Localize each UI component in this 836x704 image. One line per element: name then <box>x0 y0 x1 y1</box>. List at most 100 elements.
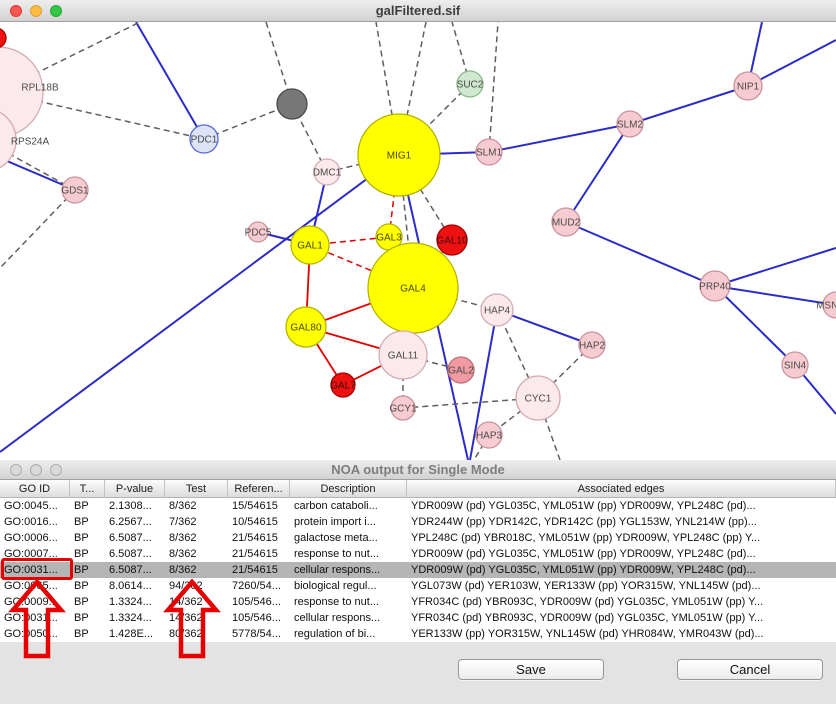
minimize-button[interactable] <box>30 4 42 17</box>
table-cell: 7/362 <box>169 516 197 528</box>
graph-edge[interactable] <box>398 154 453 241</box>
graph-edge[interactable] <box>496 309 593 346</box>
graph-node-label: GAL80 <box>290 323 322 334</box>
table-cell: 1.3324... <box>109 596 152 608</box>
graph-node-HAP4[interactable] <box>480 293 514 327</box>
graph-node-PRP40[interactable] <box>699 270 731 302</box>
network-graph[interactable]: RPL18BRPS24AGDS1PDC1DMC1MIG1SUC2SLM1SLM2… <box>0 22 836 460</box>
close-button[interactable] <box>10 463 22 476</box>
zoom-button[interactable] <box>50 4 62 17</box>
graph-node-MSN5[interactable] <box>822 291 836 319</box>
table-cell: 8.0614... <box>109 580 152 592</box>
graph-edge[interactable] <box>714 285 836 306</box>
graph-edge[interactable] <box>629 85 749 125</box>
table-cell: cellular respons... <box>294 612 381 624</box>
column-header[interactable]: Test <box>165 480 228 497</box>
graph-node-GAL2[interactable] <box>447 356 475 384</box>
graph-node-GAL10[interactable] <box>436 224 468 256</box>
graph-node-label: PDC1 <box>191 135 218 146</box>
graph-node-GDS1[interactable] <box>61 176 89 204</box>
graph-node-SIN4[interactable] <box>781 351 809 379</box>
graph-node-HAP3[interactable] <box>475 421 503 449</box>
graph-edge[interactable] <box>0 22 141 92</box>
graph-node-MUD2[interactable] <box>551 207 581 237</box>
column-header[interactable]: Referen... <box>228 480 290 497</box>
graph-node-label: GAL4 <box>400 284 426 295</box>
table-cell: 5778/54... <box>232 628 281 640</box>
graph-node-GAL80[interactable] <box>285 306 327 348</box>
graph-node-SUC2[interactable] <box>456 70 484 98</box>
column-header[interactable]: GO ID <box>0 480 70 497</box>
graph-edge[interactable] <box>714 247 836 287</box>
graph-node-label: SLM2 <box>617 120 644 131</box>
graph-edge[interactable] <box>714 285 796 366</box>
graph-node-CYC1[interactable] <box>515 375 561 421</box>
graph-edge[interactable] <box>0 140 76 191</box>
graph-edge[interactable] <box>0 154 400 453</box>
graph-node-GCY1[interactable] <box>390 395 416 421</box>
window-title: NOA output for Single Mode <box>331 462 505 477</box>
graph-node-label: MUD2 <box>552 218 581 229</box>
graph-node-label: GCY1 <box>389 404 417 415</box>
save-button[interactable]: Save <box>458 659 604 680</box>
graph-node-MIG1[interactable] <box>357 113 441 197</box>
column-header[interactable]: Associated edges <box>407 480 836 497</box>
graph-edge[interactable] <box>565 123 631 223</box>
graph-node-GAL11[interactable] <box>378 330 428 380</box>
table-cell: 15/54615 <box>232 500 278 512</box>
table-cell: biological regul... <box>294 580 377 592</box>
table-cell: BP <box>74 564 89 576</box>
graph-node-RPS24A[interactable] <box>0 108 17 172</box>
close-button[interactable] <box>10 4 22 17</box>
network-window-titlebar[interactable]: galFiltered.sif <box>0 0 836 22</box>
table-cell: response to nut... <box>294 596 379 608</box>
table-cell: YPL248C (pd) YBR018C, YML051W (pp) YDR00… <box>411 532 761 544</box>
table-cell: 1.428E... <box>109 628 154 640</box>
window-controls <box>10 0 62 21</box>
graph-node-SLM2[interactable] <box>616 110 644 138</box>
column-header[interactable]: P-value <box>105 480 165 497</box>
graph-node-PDC5[interactable] <box>247 221 269 243</box>
graph-node-darknode[interactable] <box>276 88 308 120</box>
graph-node-label: GAL10 <box>436 236 468 247</box>
graph-edge[interactable] <box>203 103 293 140</box>
graph-node-SLM1[interactable] <box>475 138 503 166</box>
graph-node-RPL18B[interactable] <box>0 46 44 138</box>
column-header[interactable]: T... <box>70 480 105 497</box>
column-header[interactable]: Description <box>290 480 407 497</box>
table-cell: YER133W (pp) YOR315W, YNL145W (pd) YHR08… <box>411 628 764 640</box>
zoom-button[interactable] <box>50 463 62 476</box>
graph-node-PDC1[interactable] <box>189 124 219 154</box>
graph-node-GAL7[interactable] <box>330 372 356 398</box>
graph-node-HAP2[interactable] <box>578 331 606 359</box>
graph-edge[interactable] <box>565 221 716 287</box>
minimize-button[interactable] <box>30 463 42 476</box>
graph-edge[interactable] <box>0 189 76 269</box>
table-cell: BP <box>74 580 89 592</box>
graph-node-corner-red[interactable] <box>0 28 7 48</box>
graph-edge[interactable] <box>488 123 631 153</box>
graph-edge[interactable] <box>135 22 205 140</box>
graph-node-GAL1[interactable] <box>290 225 330 265</box>
graph-edge[interactable] <box>469 309 498 460</box>
table-cell: BP <box>74 516 89 528</box>
graph-node-DMC1[interactable] <box>313 158 341 186</box>
table-cell: 105/546... <box>232 596 281 608</box>
noa-window-titlebar[interactable]: NOA output for Single Mode <box>0 460 836 480</box>
table-cell: 6.5087... <box>109 564 152 576</box>
graph-node-NIP1[interactable] <box>733 71 763 101</box>
graph-edge[interactable] <box>488 22 499 153</box>
cancel-button[interactable]: Cancel <box>677 659 823 680</box>
graph-edge[interactable] <box>747 39 836 87</box>
